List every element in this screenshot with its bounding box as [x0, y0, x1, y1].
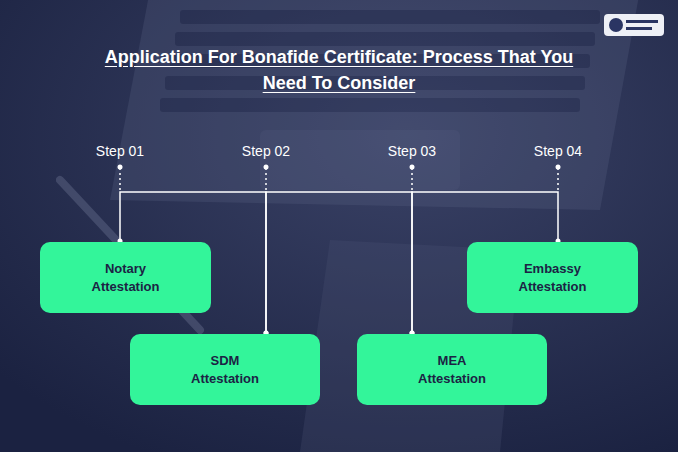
step-dot: [264, 165, 269, 170]
process-box: Embassy Attestation: [467, 242, 638, 313]
step-dot: [410, 165, 415, 170]
step-dot: [118, 165, 123, 170]
process-box: Notary Attestation: [40, 242, 211, 313]
logo-badge: [604, 14, 664, 36]
step-dot: [556, 165, 561, 170]
process-box: SDM Attestation: [130, 334, 320, 405]
title-wrap: Application For Bonafide Certificate: Pr…: [0, 44, 678, 96]
step-leaders: [120, 168, 558, 192]
step-dots: [118, 165, 561, 170]
box-label: SDM Attestation: [179, 352, 271, 388]
step-label: Step 03: [388, 142, 436, 160]
logo-mark: [626, 27, 652, 30]
box-label: Embassy Attestation: [507, 260, 599, 296]
logo-icon: [609, 18, 623, 32]
laptop-keyboard: [110, 0, 640, 210]
step-label: Step 02: [242, 142, 290, 160]
connector-line: [266, 192, 412, 334]
step-leader: [119, 168, 121, 192]
box-label: Notary Attestation: [80, 260, 172, 296]
process-box: MEA Attestation: [357, 334, 547, 405]
box-label: MEA Attestation: [406, 352, 498, 388]
logo-mark: [626, 20, 658, 23]
laptop-illustration: [60, 0, 640, 452]
diagram-title: Application For Bonafide Certificate: Pr…: [99, 44, 579, 96]
logo: [604, 14, 664, 36]
step-leader: [411, 168, 413, 192]
step-leader: [265, 168, 267, 192]
laptop-touchpad: [260, 130, 460, 190]
step-label: Step 01: [96, 142, 144, 160]
step-label: Step 04: [534, 142, 582, 160]
step-leader: [557, 168, 559, 192]
